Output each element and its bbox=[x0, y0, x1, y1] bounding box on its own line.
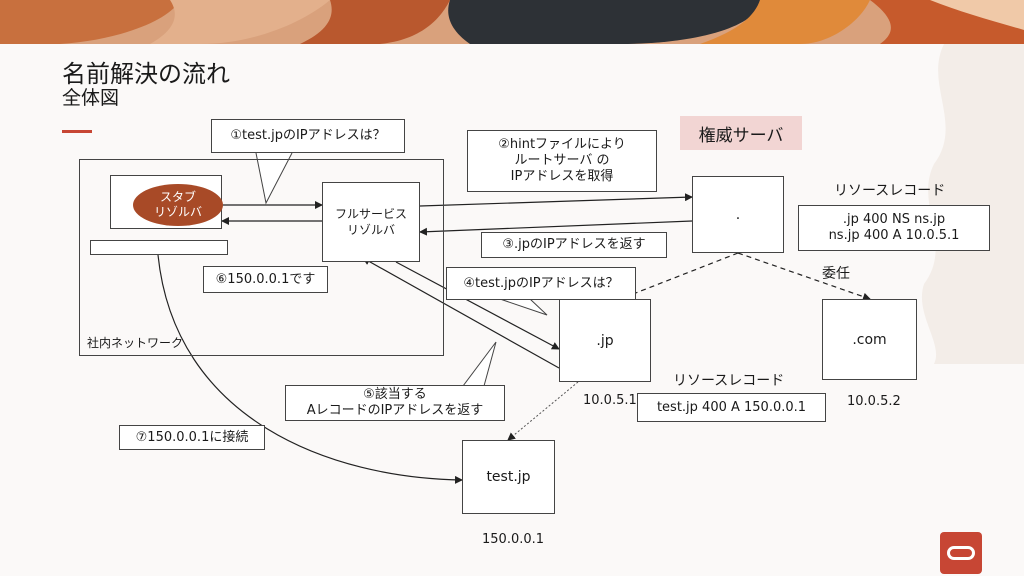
step-3-callout: ③.jpのIPアドレスを返す bbox=[481, 232, 667, 258]
step-1-callout: ①test.jpのIPアドレスは？ bbox=[211, 119, 405, 153]
page-title: 名前解決の流れ bbox=[62, 60, 230, 88]
decorative-texture bbox=[824, 44, 1024, 364]
callout-tail-s5 bbox=[462, 341, 497, 387]
step-4-callout: ④test.jpのIPアドレスは？ bbox=[446, 267, 636, 300]
full-resolver: フルサービス リゾルバ bbox=[322, 182, 420, 262]
jp-resource-record: test.jp 400 A 150.0.0.1 bbox=[637, 393, 826, 422]
accent-line bbox=[62, 130, 92, 133]
web-server-ip: 150.0.0.1 bbox=[482, 532, 545, 547]
stub-resolver: スタブ リゾルバ bbox=[133, 184, 223, 226]
callout-tail-s4 bbox=[499, 298, 548, 316]
web-server: test.jp bbox=[462, 440, 555, 514]
resource-record-label-bottom: リソースレコード bbox=[673, 373, 785, 389]
jp-server-ip: 10.0.5.1 bbox=[583, 393, 637, 408]
authority-label: 権威サーバ bbox=[680, 116, 802, 150]
connect-curve bbox=[157, 254, 463, 484]
arrow-jp-to-full bbox=[362, 257, 560, 369]
resource-record-label-top: リソースレコード bbox=[834, 183, 946, 199]
com-server-ip: 10.0.5.2 bbox=[847, 394, 901, 409]
jp-server: .jp bbox=[559, 299, 651, 382]
delegation-line-jp bbox=[627, 252, 739, 298]
step-2-callout: ②hintファイルにより ルートサーバ の IPアドレスを取得 bbox=[467, 130, 657, 192]
dotted-line-jp-to-web bbox=[507, 381, 579, 441]
internal-network-box bbox=[79, 159, 444, 356]
callout-tail-s1 bbox=[255, 152, 293, 205]
client-keyboard bbox=[90, 240, 228, 255]
brand-logo bbox=[940, 532, 982, 574]
root-server: . bbox=[692, 176, 784, 253]
page-subtitle: 全体図 bbox=[62, 87, 120, 109]
com-server: .com bbox=[822, 299, 917, 380]
delegation-label: 委任 bbox=[822, 266, 850, 282]
network-label: 社内ネットワーク bbox=[87, 336, 184, 350]
arrow-full-to-jp bbox=[395, 261, 560, 350]
root-resource-records: .jp 400 NS ns.jp ns.jp 400 A 10.0.5.1 bbox=[798, 205, 990, 251]
arrow-root-to-full bbox=[419, 220, 693, 236]
delegation-line-com bbox=[737, 252, 871, 301]
step-7-callout: ⑦150.0.0.1に接続 bbox=[119, 425, 265, 450]
decorative-banner bbox=[0, 0, 1024, 44]
logo-ring-icon bbox=[947, 546, 975, 560]
arrow-full-to-root bbox=[419, 193, 693, 207]
step-5-callout: ⑤該当する AレコードのIPアドレスを返す bbox=[285, 385, 505, 421]
step-6-callout: ⑥150.0.0.1です bbox=[203, 266, 328, 293]
